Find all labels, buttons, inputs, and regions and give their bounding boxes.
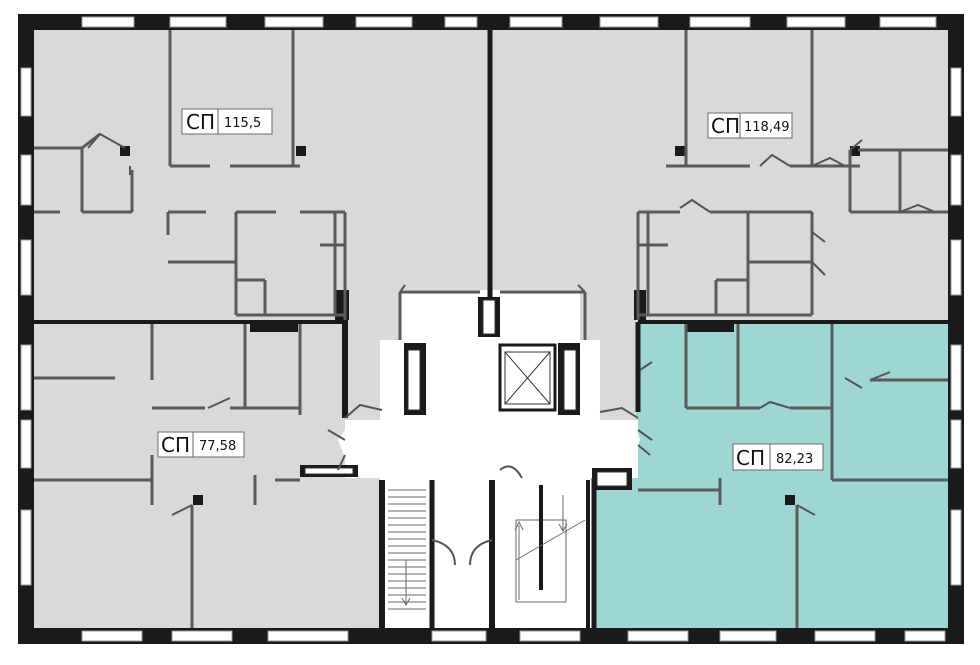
unit-area-sw: 77,58 <box>199 439 236 454</box>
partition-walls <box>34 30 948 628</box>
unit-code-ne: СП <box>711 114 740 138</box>
unit-area-se: 82,23 <box>776 452 813 467</box>
unit-label-ne[interactable]: СП 118,49 <box>707 112 793 139</box>
unit-nw-area[interactable] <box>34 30 488 420</box>
corridor <box>345 420 638 478</box>
windows <box>20 16 962 642</box>
unit-ne-area[interactable] <box>492 30 948 420</box>
stair-left-steps <box>388 489 426 610</box>
unit-area-ne: 118,49 <box>744 120 790 135</box>
unit-label-nw[interactable]: СП 115,5 <box>181 108 273 135</box>
unit-area-nw: 115,5 <box>224 116 261 131</box>
unit-se-area[interactable] <box>595 324 948 628</box>
unit-code-sw: СП <box>161 433 190 457</box>
core-doors <box>304 299 628 487</box>
door-swings <box>87 132 936 566</box>
unit-sw-area[interactable] <box>34 324 380 628</box>
stair-right-steps <box>514 485 586 603</box>
unit-code-nw: СП <box>186 110 215 134</box>
unit-label-sw[interactable]: СП 77,58 <box>157 431 245 458</box>
unit-label-se[interactable]: СП 82,23 <box>732 443 824 471</box>
unit-code-se: СП <box>736 446 765 470</box>
elevator-cross <box>504 351 551 405</box>
